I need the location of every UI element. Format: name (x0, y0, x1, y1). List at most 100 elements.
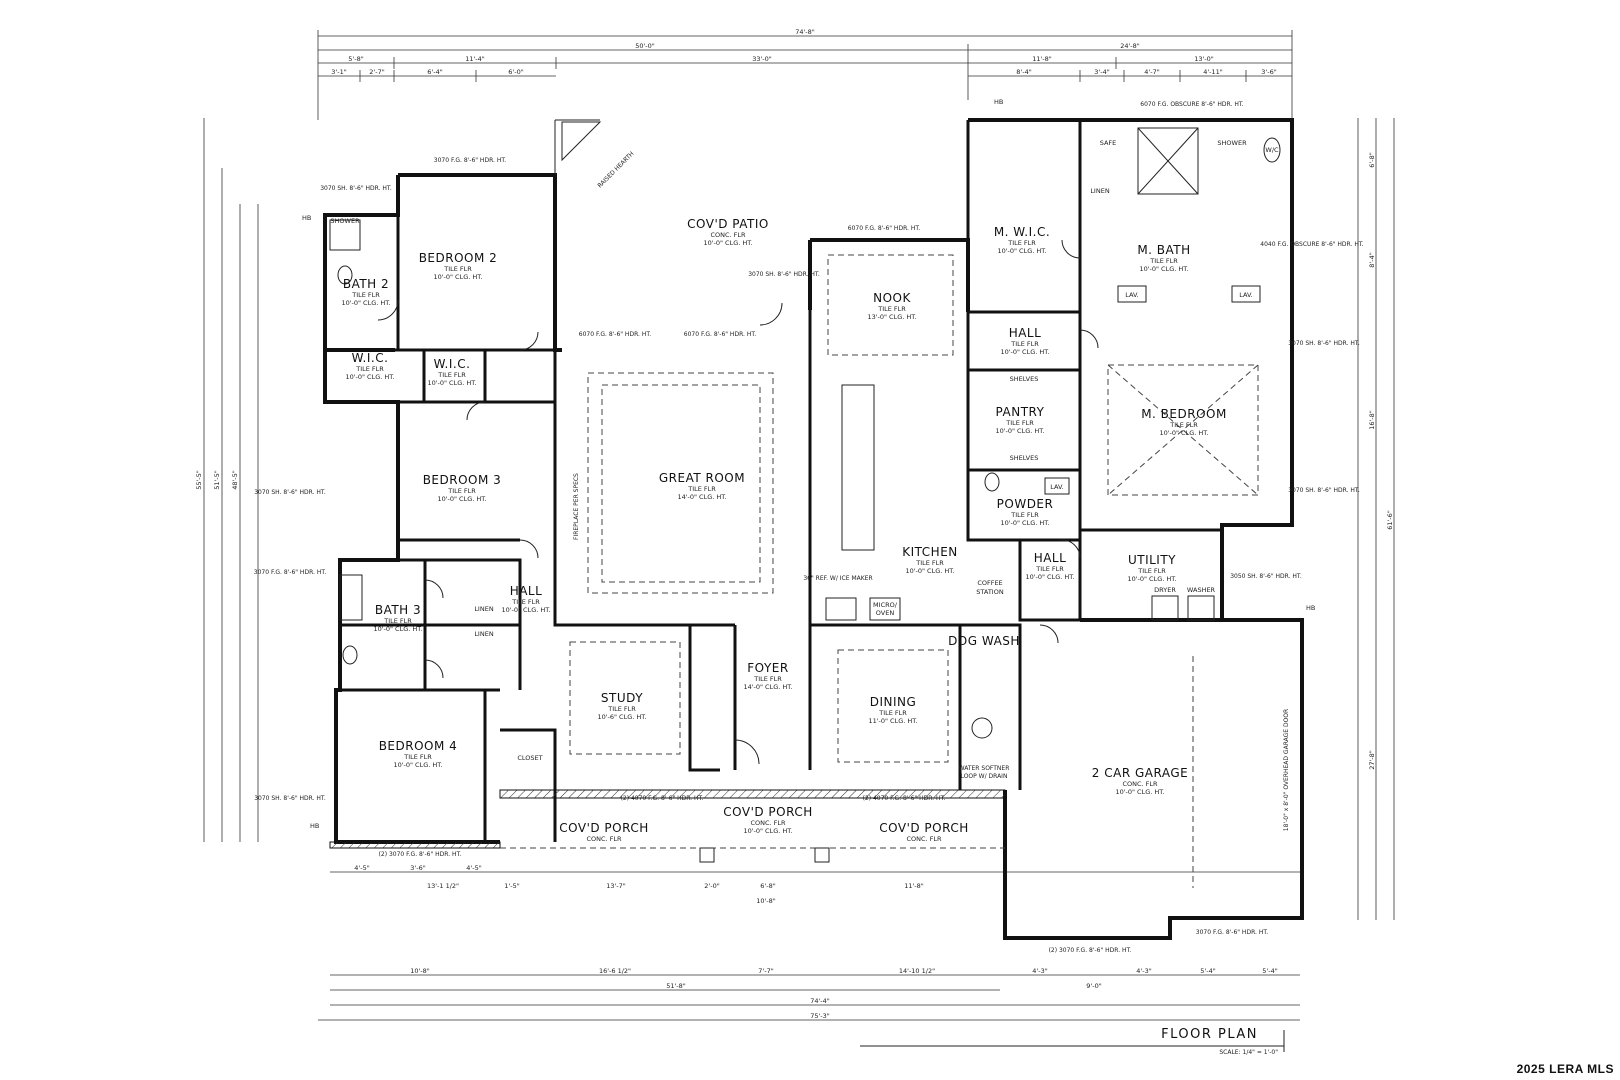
water-softener-label: WATER SOFTNER (959, 765, 1010, 772)
window-note: 3050 SH. 8'-6" HDR. HT. (1230, 573, 1302, 580)
dim-right: 61'-6" (1386, 510, 1394, 530)
window-note: 3070 SH. 8'-6" HDR. HT. (1288, 340, 1360, 347)
room-spec: 10'-0" CLG. HT. (341, 299, 390, 307)
room-name: HALL (1034, 551, 1067, 565)
room-dog-wash: DOG WASH (948, 634, 1020, 648)
room-spec: TILE FLR (1007, 239, 1036, 247)
dim-right: 16'-8" (1368, 410, 1376, 430)
room-spec: TILE FLR (437, 371, 466, 379)
room-spec: TILE FLR (1035, 565, 1064, 573)
dim-bottom-row1: 10'-8" (756, 897, 776, 905)
room-spec: 10'-0" CLG. HT. (1000, 519, 1049, 527)
room-spec: 14'-0" CLG. HT. (677, 493, 726, 501)
room-name: FOYER (747, 661, 788, 675)
room-name: DOG WASH (948, 634, 1020, 648)
porch-slab (329, 119, 1006, 863)
dim-top-row3: 8'-4" (1016, 68, 1031, 76)
sink-icon (1117, 285, 1147, 303)
room-spec: TILE FLR (915, 559, 944, 567)
dim-top-row3: 6'-0" (508, 68, 523, 76)
window-note: 6070 F.G. OBSCURE 8'-6" HDR. HT. (1140, 101, 1244, 108)
room-spec: TILE FLR (511, 598, 540, 606)
window-note: 3070 SH. 8'-6" HDR. HT. (254, 489, 326, 496)
room-spec: 10'-0" CLG. HT. (997, 247, 1046, 255)
window-note: 6070 F.G. 8'-6" HDR. HT. (579, 331, 652, 338)
garage-door-label: 18'-0" x 8'-0" OVERHEAD GARAGE DOOR (1283, 709, 1290, 831)
window-note: 6070 F.G. 8'-6" HDR. HT. (684, 331, 757, 338)
room-spec: TILE FLR (753, 675, 782, 683)
room-name: KITCHEN (902, 545, 958, 559)
room-spec: 10'-0" CLG. HT. (995, 427, 1044, 435)
room-name: PANTRY (996, 405, 1045, 419)
dryer-icon (1151, 595, 1179, 621)
room-spec: TILE FLR (687, 485, 716, 493)
room-name: BEDROOM 2 (419, 251, 498, 265)
toilet-icon (337, 265, 353, 285)
dim-right-block: 24'-8" (1120, 42, 1140, 50)
room-name: COV'D PATIO (687, 217, 769, 231)
washer-icon (1187, 595, 1215, 621)
dim-right: 8'-4" (1368, 252, 1376, 267)
dim-top-row3: 3'-1" (331, 68, 346, 76)
dim-left-block: 50'-0" (635, 42, 655, 50)
room-spec: 10'-0" CLG. HT. (1025, 573, 1074, 581)
dim-top-row3: 4'-11" (1203, 68, 1223, 76)
dim-bottom-row1: 11'-8" (904, 882, 924, 890)
window-note: (2) 3070 F.G. 8'-6" HDR. HT. (379, 851, 462, 858)
room-spec: 10'-0" CLG. HT. (393, 761, 442, 769)
m-shower-icon (1137, 127, 1199, 195)
room-name: NOOK (873, 291, 911, 305)
dim-bottom-row1: 1'-5" (504, 882, 519, 890)
shelves-label: SHELVES (1010, 375, 1039, 383)
room-spec: TILE FLR (1005, 419, 1034, 427)
room-spec: TILE FLR (1149, 257, 1178, 265)
room-spec: 10'-0" CLG. HT. (703, 239, 752, 247)
dim-bottom-row2: 5'-4" (1200, 967, 1215, 975)
room-name: HALL (1009, 326, 1042, 340)
linen-label: LINEN (474, 605, 494, 613)
room-name: BEDROOM 3 (423, 473, 502, 487)
room-spec: TILE FLR (447, 487, 476, 495)
plan-scale: SCALE: 1/4" = 1'-0" (1219, 1049, 1278, 1056)
raised-hearth-label: RAISED HEARTH (596, 150, 635, 189)
dim-right: 27'-8" (1368, 750, 1376, 770)
room-name: COV'D PORCH (559, 821, 649, 835)
room-spec: CONC. FLR (710, 231, 746, 239)
coffee-label: COFFEE (977, 579, 1002, 587)
dim-bottom-row3: 74'-4" (810, 997, 830, 1005)
hose-bib-label: HB (1306, 604, 1315, 612)
title-block: FLOOR PLAN SCALE: 1/4" = 1'-0" (860, 1027, 1285, 1056)
sink-icon (1044, 477, 1070, 495)
room-spec: TILE FLR (355, 365, 384, 373)
dim-bottom-row2: 9'-0" (1086, 982, 1101, 990)
room-spec: 10'-0" CLG. HT. (905, 567, 954, 575)
microwave-icon (869, 597, 901, 621)
door-swings (377, 239, 1099, 765)
window-note: 3070 SH. 8'-6" HDR. HT. (254, 795, 326, 802)
dim-bottom-row1: 6'-8" (760, 882, 775, 890)
right-dimensions: 6'-8" 27'-8" 61'-6" 8'-4" 16'-8" (1357, 118, 1395, 920)
fixtures (329, 121, 1281, 739)
toilet-icon (342, 645, 358, 665)
interior-walls (325, 120, 1222, 842)
lav-label: LAV. (1050, 483, 1063, 491)
room-spec: 10'-0" CLG. HT. (427, 379, 476, 387)
room-spec: CONC. FLR (1122, 780, 1158, 788)
room-spec: TILE FLR (351, 291, 380, 299)
room-spec: TILE FLR (403, 753, 432, 761)
room-spec: 10'-0" CLG. HT. (1159, 429, 1208, 437)
sink-icon (1231, 285, 1261, 303)
room-spec: 10'-0" CLG. HT. (1000, 348, 1049, 356)
room-spec: 14'-0" CLG. HT. (743, 683, 792, 691)
